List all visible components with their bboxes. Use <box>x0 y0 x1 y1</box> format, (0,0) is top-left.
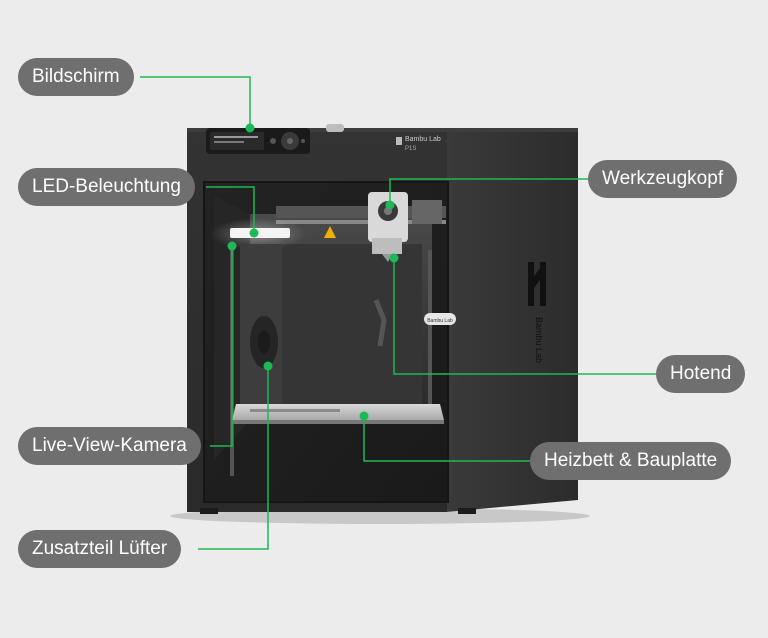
gantry-rod <box>276 220 446 224</box>
callout-line-kamera <box>210 246 233 447</box>
toolhead-lower <box>372 238 402 254</box>
auxiliary-fan-center <box>258 330 270 354</box>
callout-dot <box>227 241 237 251</box>
printer-foot <box>458 508 476 514</box>
callout-line-bildschirm <box>140 76 251 128</box>
callout-lines <box>140 76 656 550</box>
callout-dot <box>249 228 259 238</box>
label-live-view-kamera: Live-View-Kamera <box>18 427 201 465</box>
label-hotend: Hotend <box>656 355 746 393</box>
printer-side-panel <box>446 130 578 512</box>
warning-icon <box>324 226 336 238</box>
label-bildschirm: Bildschirm <box>18 58 134 96</box>
callout-line-led <box>206 186 255 233</box>
heated-bed-edge <box>232 420 444 424</box>
control-button <box>301 139 305 143</box>
callout-dot <box>385 200 395 210</box>
display-text-line <box>214 141 244 143</box>
printer-top-edge <box>187 128 578 132</box>
model-text: P1S <box>405 146 416 152</box>
side-brand-text: Bambu Lab <box>534 317 544 363</box>
callout-line-heizbett <box>363 416 530 462</box>
callout-line-hotend <box>393 258 656 375</box>
top-brand-text: Bambu Lab <box>405 136 441 143</box>
label-led-beleuchtung: LED-Beleuchtung <box>18 168 195 206</box>
led-bar <box>230 228 290 238</box>
callout-dot <box>245 123 255 133</box>
side-logo-bar-left <box>528 262 534 306</box>
label-werkzeugkopf: Werkzeugkopf <box>588 160 738 198</box>
side-logo-diagonal <box>534 268 540 288</box>
hotend-nozzle <box>382 254 392 262</box>
callout-dot <box>263 361 273 371</box>
callout-line-werkzeugkopf <box>389 178 588 205</box>
top-brand-mark <box>396 137 402 145</box>
display-text-line <box>214 136 258 138</box>
control-dial-center <box>287 138 293 144</box>
top-nub <box>326 124 344 132</box>
callout-line-luefter <box>198 366 269 550</box>
control-button <box>270 138 276 144</box>
callout-dots <box>227 123 399 421</box>
interior-back-wall <box>282 244 422 412</box>
door-badge-text: Bambu Lab <box>427 318 453 324</box>
bed-printed-marks <box>250 409 340 412</box>
toolhead-side-block <box>412 200 442 224</box>
z-rod-right <box>428 250 432 416</box>
callout-dot <box>359 411 369 421</box>
side-logo-bar-right <box>540 262 546 306</box>
callout-dot <box>389 253 399 263</box>
cable-chain <box>373 299 387 347</box>
door-badge <box>424 313 456 325</box>
label-heizbett-bauplatte: Heizbett & Bauplatte <box>530 442 732 480</box>
label-zusatzteil-luefter: Zusatzteil Lüfter <box>18 530 182 568</box>
printer-foot <box>200 508 218 514</box>
